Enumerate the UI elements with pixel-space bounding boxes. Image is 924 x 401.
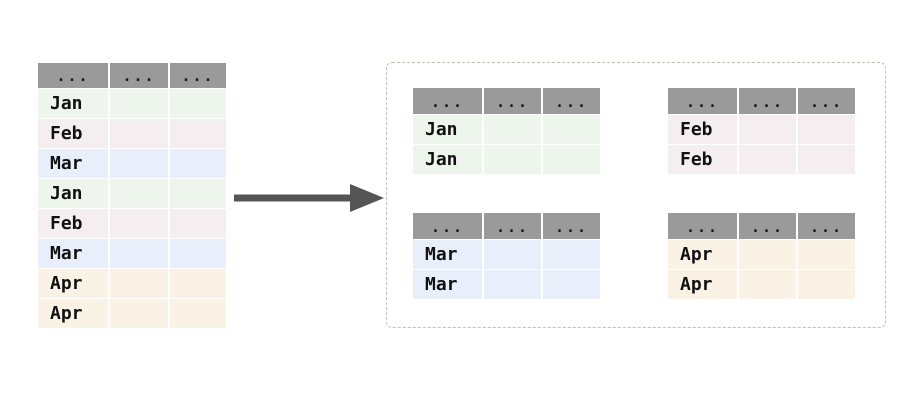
column-header-0: ...: [413, 88, 482, 114]
column-header-0: ...: [38, 63, 108, 88]
row-label: Apr: [668, 240, 737, 269]
row-cell: [739, 240, 796, 269]
row-cell: [798, 115, 855, 144]
row-label: Mar: [413, 240, 482, 269]
row-cell: [798, 270, 855, 299]
row-cell: [110, 239, 168, 268]
row-cell: [170, 149, 226, 178]
table-row: Mar: [38, 149, 226, 178]
row-cell: [484, 145, 541, 174]
row-cell: [170, 119, 226, 148]
column-header-2: ...: [798, 88, 855, 114]
column-header-2: ...: [170, 63, 226, 88]
table-row: Apr: [38, 269, 226, 298]
column-header-2: ...: [543, 213, 600, 239]
row-cell: [170, 89, 226, 118]
table-row: Mar: [413, 270, 600, 299]
group-table-jan: ... ... ... Jan Jan: [413, 88, 600, 174]
table-row: Apr: [38, 299, 226, 328]
row-cell: [170, 269, 226, 298]
table-row: Apr: [668, 240, 855, 269]
column-header-0: ...: [413, 213, 482, 239]
table-row: Apr: [668, 270, 855, 299]
source-table: ... ... ... Jan Feb Mar Jan Feb: [38, 63, 226, 328]
table-row: Jan: [413, 145, 600, 174]
row-label: Jan: [413, 115, 482, 144]
column-header-0: ...: [668, 88, 737, 114]
group-table-feb: ... ... ... Feb Feb: [668, 88, 855, 174]
column-header-1: ...: [739, 88, 796, 114]
table-header-row: ... ... ...: [668, 88, 855, 114]
table-header-row: ... ... ...: [668, 213, 855, 239]
table-row: Mar: [38, 239, 226, 268]
row-cell: [110, 89, 168, 118]
row-cell: [739, 270, 796, 299]
row-cell: [739, 145, 796, 174]
row-label: Jan: [38, 179, 108, 208]
row-label: Feb: [668, 115, 737, 144]
row-label: Mar: [38, 149, 108, 178]
table-header-row: ... ... ...: [413, 213, 600, 239]
table-row: Feb: [38, 209, 226, 238]
row-cell: [798, 240, 855, 269]
column-header-1: ...: [110, 63, 168, 88]
group-table-apr: ... ... ... Apr Apr: [668, 213, 855, 299]
row-cell: [110, 299, 168, 328]
row-cell: [170, 299, 226, 328]
row-label: Apr: [38, 269, 108, 298]
row-cell: [484, 240, 541, 269]
row-cell: [543, 145, 600, 174]
table-row: Mar: [413, 240, 600, 269]
column-header-2: ...: [798, 213, 855, 239]
row-cell: [739, 115, 796, 144]
group-table-mar: ... ... ... Mar Mar: [413, 213, 600, 299]
row-cell: [110, 209, 168, 238]
column-header-1: ...: [739, 213, 796, 239]
row-cell: [543, 240, 600, 269]
table-header-row: ... ... ...: [38, 63, 226, 88]
table-row: Feb: [668, 115, 855, 144]
row-label: Apr: [38, 299, 108, 328]
row-label: Jan: [413, 145, 482, 174]
row-cell: [484, 115, 541, 144]
table-row: Jan: [38, 89, 226, 118]
row-label: Feb: [38, 209, 108, 238]
table-row: Jan: [38, 179, 226, 208]
table-row: Feb: [38, 119, 226, 148]
row-label: Jan: [38, 89, 108, 118]
row-cell: [543, 270, 600, 299]
table-row: Feb: [668, 145, 855, 174]
row-label: Mar: [38, 239, 108, 268]
table-row: Jan: [413, 115, 600, 144]
groups-container: [386, 62, 886, 328]
row-label: Feb: [668, 145, 737, 174]
row-cell: [798, 145, 855, 174]
table-header-row: ... ... ...: [413, 88, 600, 114]
split-arrow-icon: [234, 184, 384, 212]
row-cell: [110, 149, 168, 178]
column-header-1: ...: [484, 213, 541, 239]
row-label: Mar: [413, 270, 482, 299]
row-label: Apr: [668, 270, 737, 299]
row-cell: [110, 119, 168, 148]
row-cell: [543, 115, 600, 144]
column-header-1: ...: [484, 88, 541, 114]
row-cell: [110, 179, 168, 208]
row-label: Feb: [38, 119, 108, 148]
row-cell: [170, 239, 226, 268]
column-header-0: ...: [668, 213, 737, 239]
row-cell: [170, 179, 226, 208]
row-cell: [110, 269, 168, 298]
row-cell: [170, 209, 226, 238]
column-header-2: ...: [543, 88, 600, 114]
row-cell: [484, 270, 541, 299]
